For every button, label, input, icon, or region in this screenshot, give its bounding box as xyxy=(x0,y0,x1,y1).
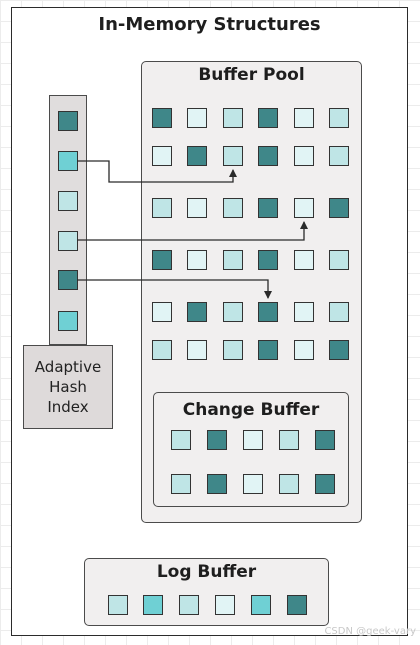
buffer-pool-page xyxy=(258,302,278,322)
buffer-pool-page xyxy=(294,108,314,128)
hash-index-entry xyxy=(58,311,78,331)
buffer-pool-page xyxy=(258,146,278,166)
hash-index-entry xyxy=(58,231,78,251)
buffer-pool-page xyxy=(152,302,172,322)
buffer-pool-page xyxy=(258,340,278,360)
buffer-pool-title: Buffer Pool xyxy=(198,65,305,85)
buffer-pool-page xyxy=(329,198,349,218)
buffer-pool-page xyxy=(329,302,349,322)
arrow-hash-to-page-1 xyxy=(77,160,237,183)
buffer-pool-page xyxy=(223,198,243,218)
adaptive-hash-index-label: Adaptive Hash Index xyxy=(23,345,113,429)
buffer-pool-page xyxy=(329,340,349,360)
change-buffer-page xyxy=(279,474,299,494)
buffer-pool-page xyxy=(152,340,172,360)
log-buffer-title: Log Buffer xyxy=(156,562,257,582)
log-buffer-entry xyxy=(108,595,128,615)
buffer-pool-page xyxy=(294,340,314,360)
log-buffer-entry xyxy=(143,595,163,615)
change-buffer-page xyxy=(243,430,263,450)
change-buffer-page xyxy=(279,430,299,450)
buffer-pool-page xyxy=(223,250,243,270)
buffer-pool-page xyxy=(187,108,207,128)
change-buffer-page xyxy=(207,474,227,494)
buffer-pool-page xyxy=(223,340,243,360)
buffer-pool-page xyxy=(294,302,314,322)
buffer-pool-page xyxy=(187,146,207,166)
adaptive-hash-index-column xyxy=(49,95,87,345)
log-buffer-entry xyxy=(251,595,271,615)
buffer-pool-page xyxy=(329,146,349,166)
buffer-pool-page xyxy=(187,302,207,322)
buffer-pool-page xyxy=(152,198,172,218)
change-buffer-page xyxy=(315,474,335,494)
buffer-pool-page xyxy=(152,250,172,270)
watermark: CSDN @geek-vary xyxy=(324,626,416,637)
hash-index-entry xyxy=(58,191,78,211)
diagram-title: In-Memory Structures xyxy=(98,14,321,35)
log-buffer-entry xyxy=(287,595,307,615)
buffer-pool-page xyxy=(223,146,243,166)
change-buffer-page xyxy=(315,430,335,450)
buffer-pool-page xyxy=(294,250,314,270)
log-buffer-entry xyxy=(179,595,199,615)
buffer-pool-page xyxy=(152,146,172,166)
hash-index-entry xyxy=(58,111,78,131)
buffer-pool-page xyxy=(294,146,314,166)
buffer-pool-page xyxy=(294,198,314,218)
change-buffer-page xyxy=(171,474,191,494)
buffer-pool-page xyxy=(258,108,278,128)
buffer-pool-page xyxy=(258,198,278,218)
buffer-pool-page xyxy=(187,250,207,270)
buffer-pool-page xyxy=(187,198,207,218)
buffer-pool-page xyxy=(152,108,172,128)
change-buffer-page xyxy=(243,474,263,494)
arrow-hash-to-page-2 xyxy=(77,221,308,241)
buffer-pool-page xyxy=(329,250,349,270)
change-buffer-title: Change Buffer xyxy=(182,400,320,420)
arrow-hash-to-page-3 xyxy=(77,279,272,299)
buffer-pool-page xyxy=(258,250,278,270)
buffer-pool-page xyxy=(223,302,243,322)
buffer-pool-page xyxy=(223,108,243,128)
change-buffer-page xyxy=(207,430,227,450)
buffer-pool-page xyxy=(329,108,349,128)
change-buffer-page xyxy=(171,430,191,450)
log-buffer-entry xyxy=(215,595,235,615)
buffer-pool-page xyxy=(187,340,207,360)
